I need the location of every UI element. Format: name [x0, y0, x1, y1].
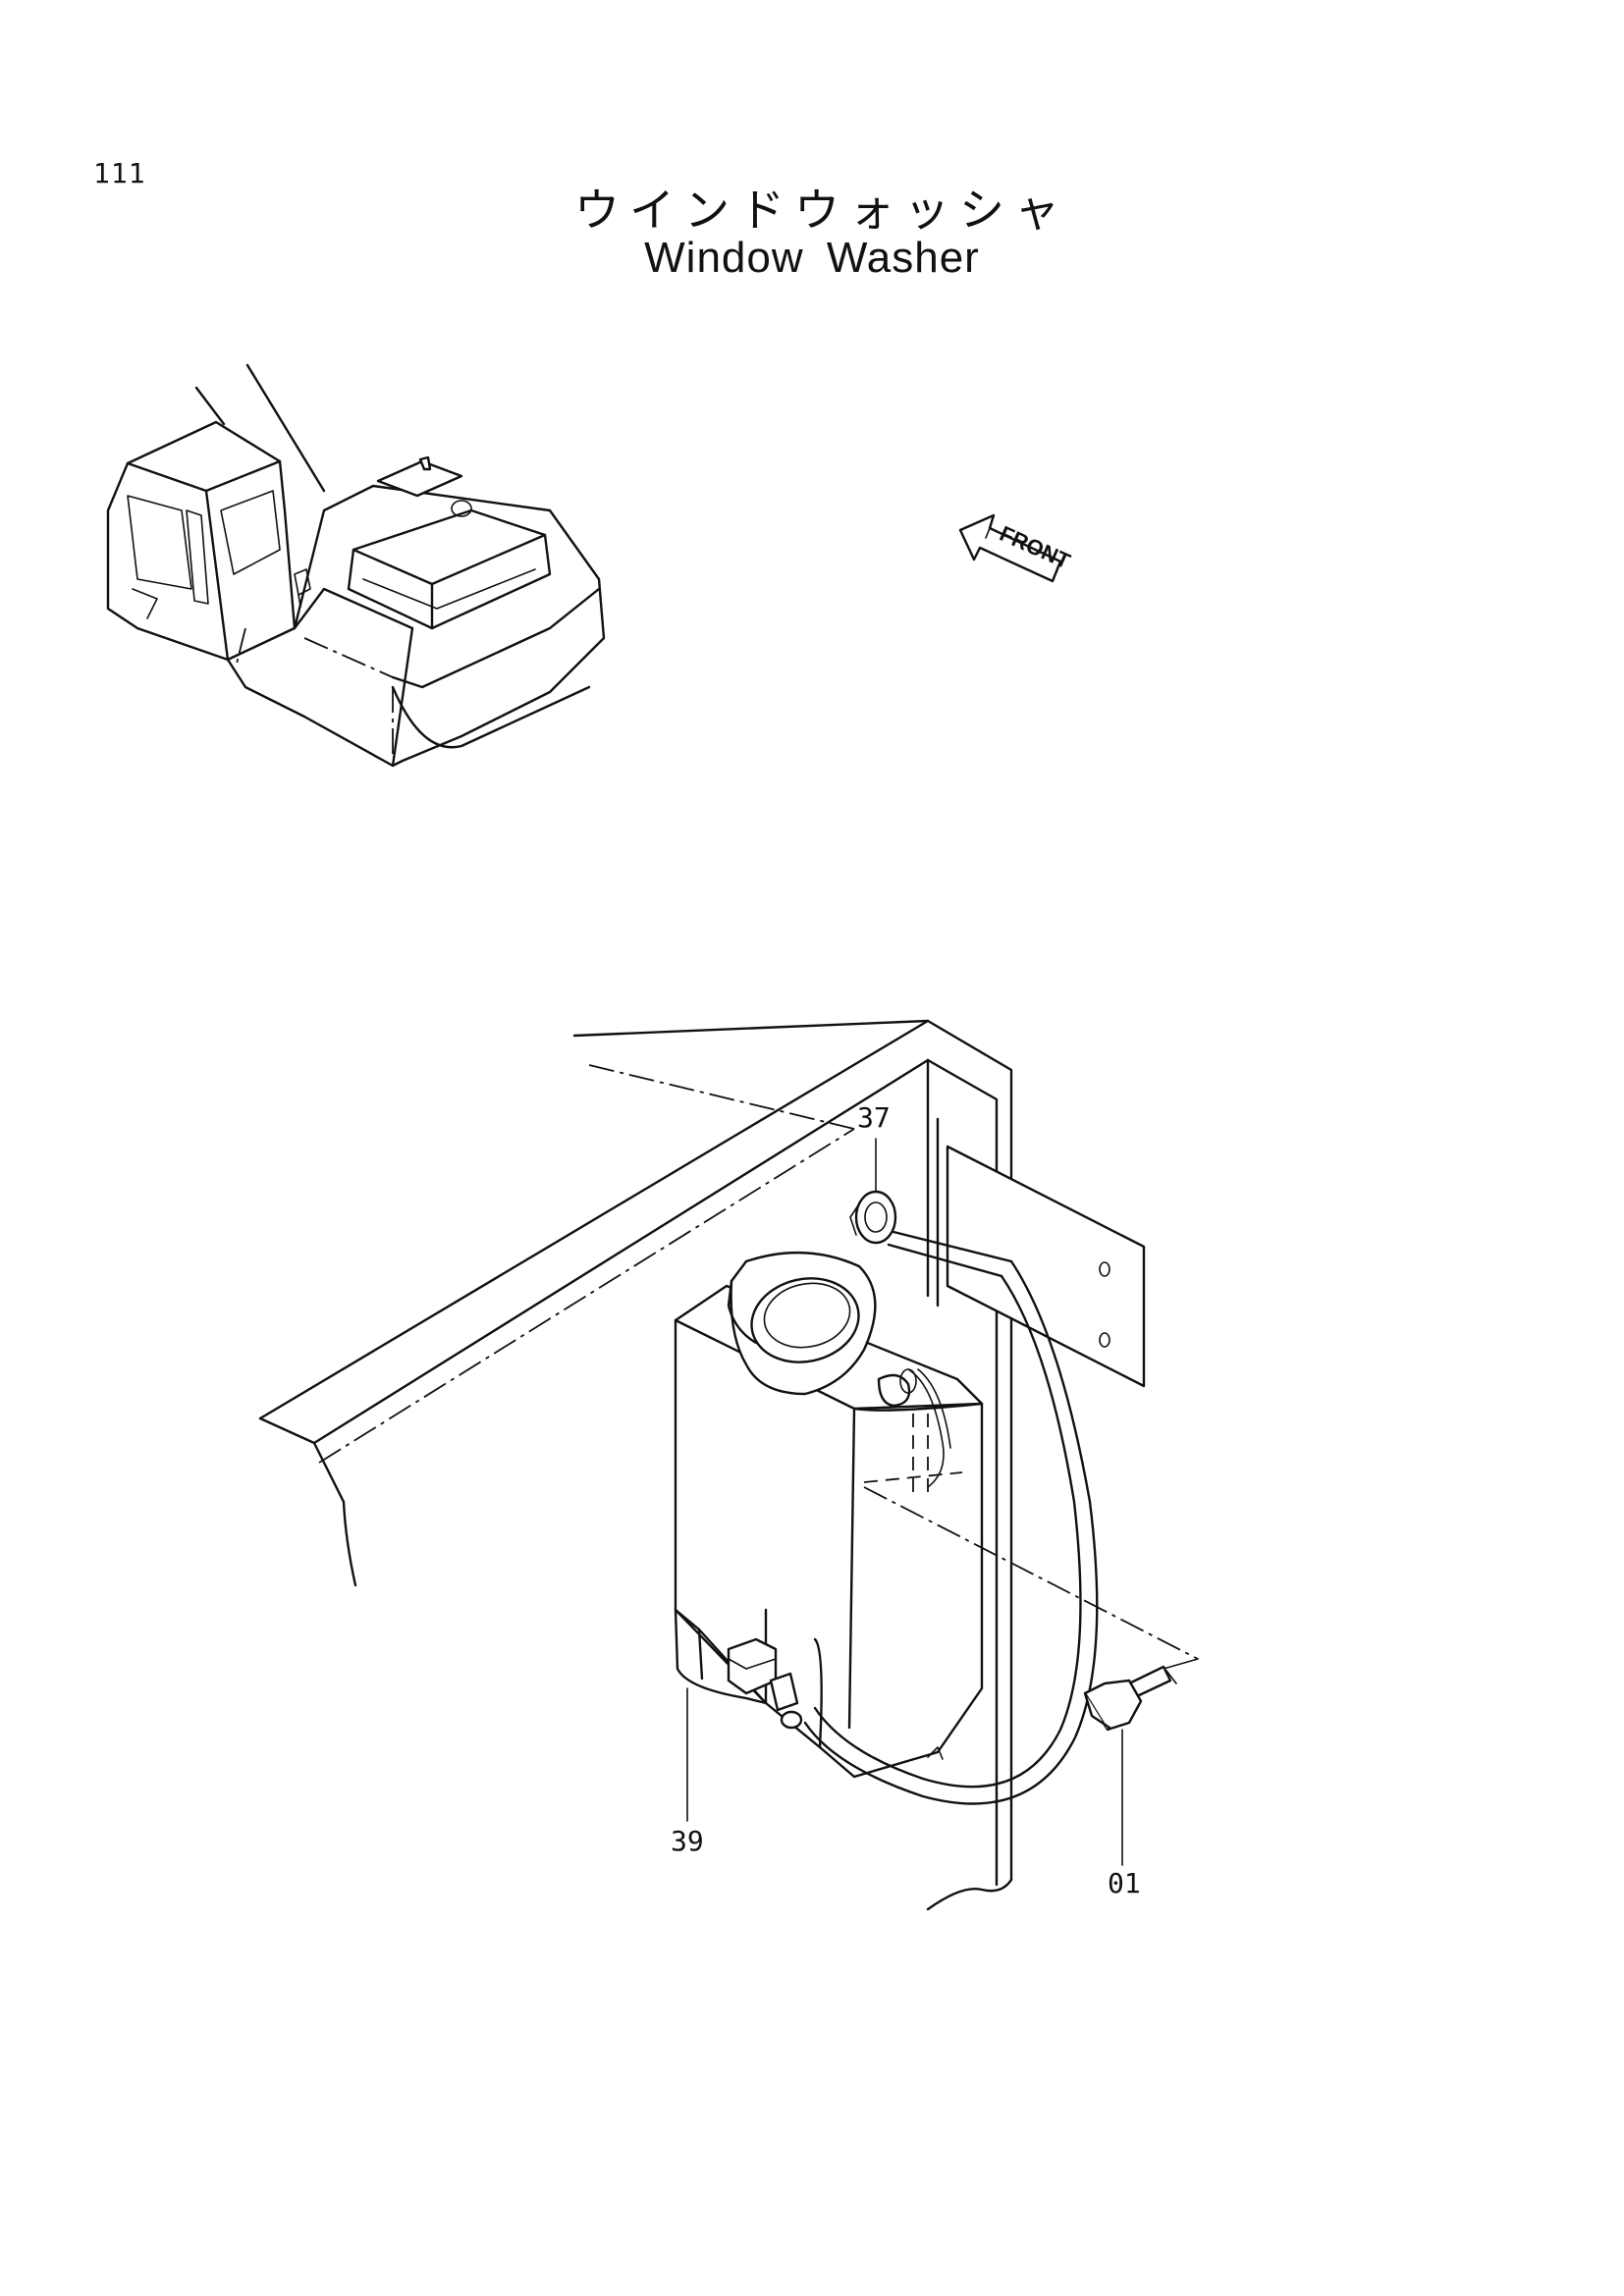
page-title-english: Window Washer: [644, 234, 980, 282]
page-title-japanese: ウインドウォッシャ: [574, 184, 1069, 237]
washer-assembly-detail: [258, 1019, 1199, 1911]
page-number: 111: [93, 157, 146, 189]
front-direction-arrow: FRONT: [958, 513, 1074, 583]
callout-leaders: [686, 1138, 1123, 1866]
excavator-overview: [106, 363, 606, 768]
callout-39: 39: [671, 1825, 704, 1857]
callout-37: 37: [857, 1101, 891, 1134]
callout-01: 01: [1108, 1867, 1141, 1899]
